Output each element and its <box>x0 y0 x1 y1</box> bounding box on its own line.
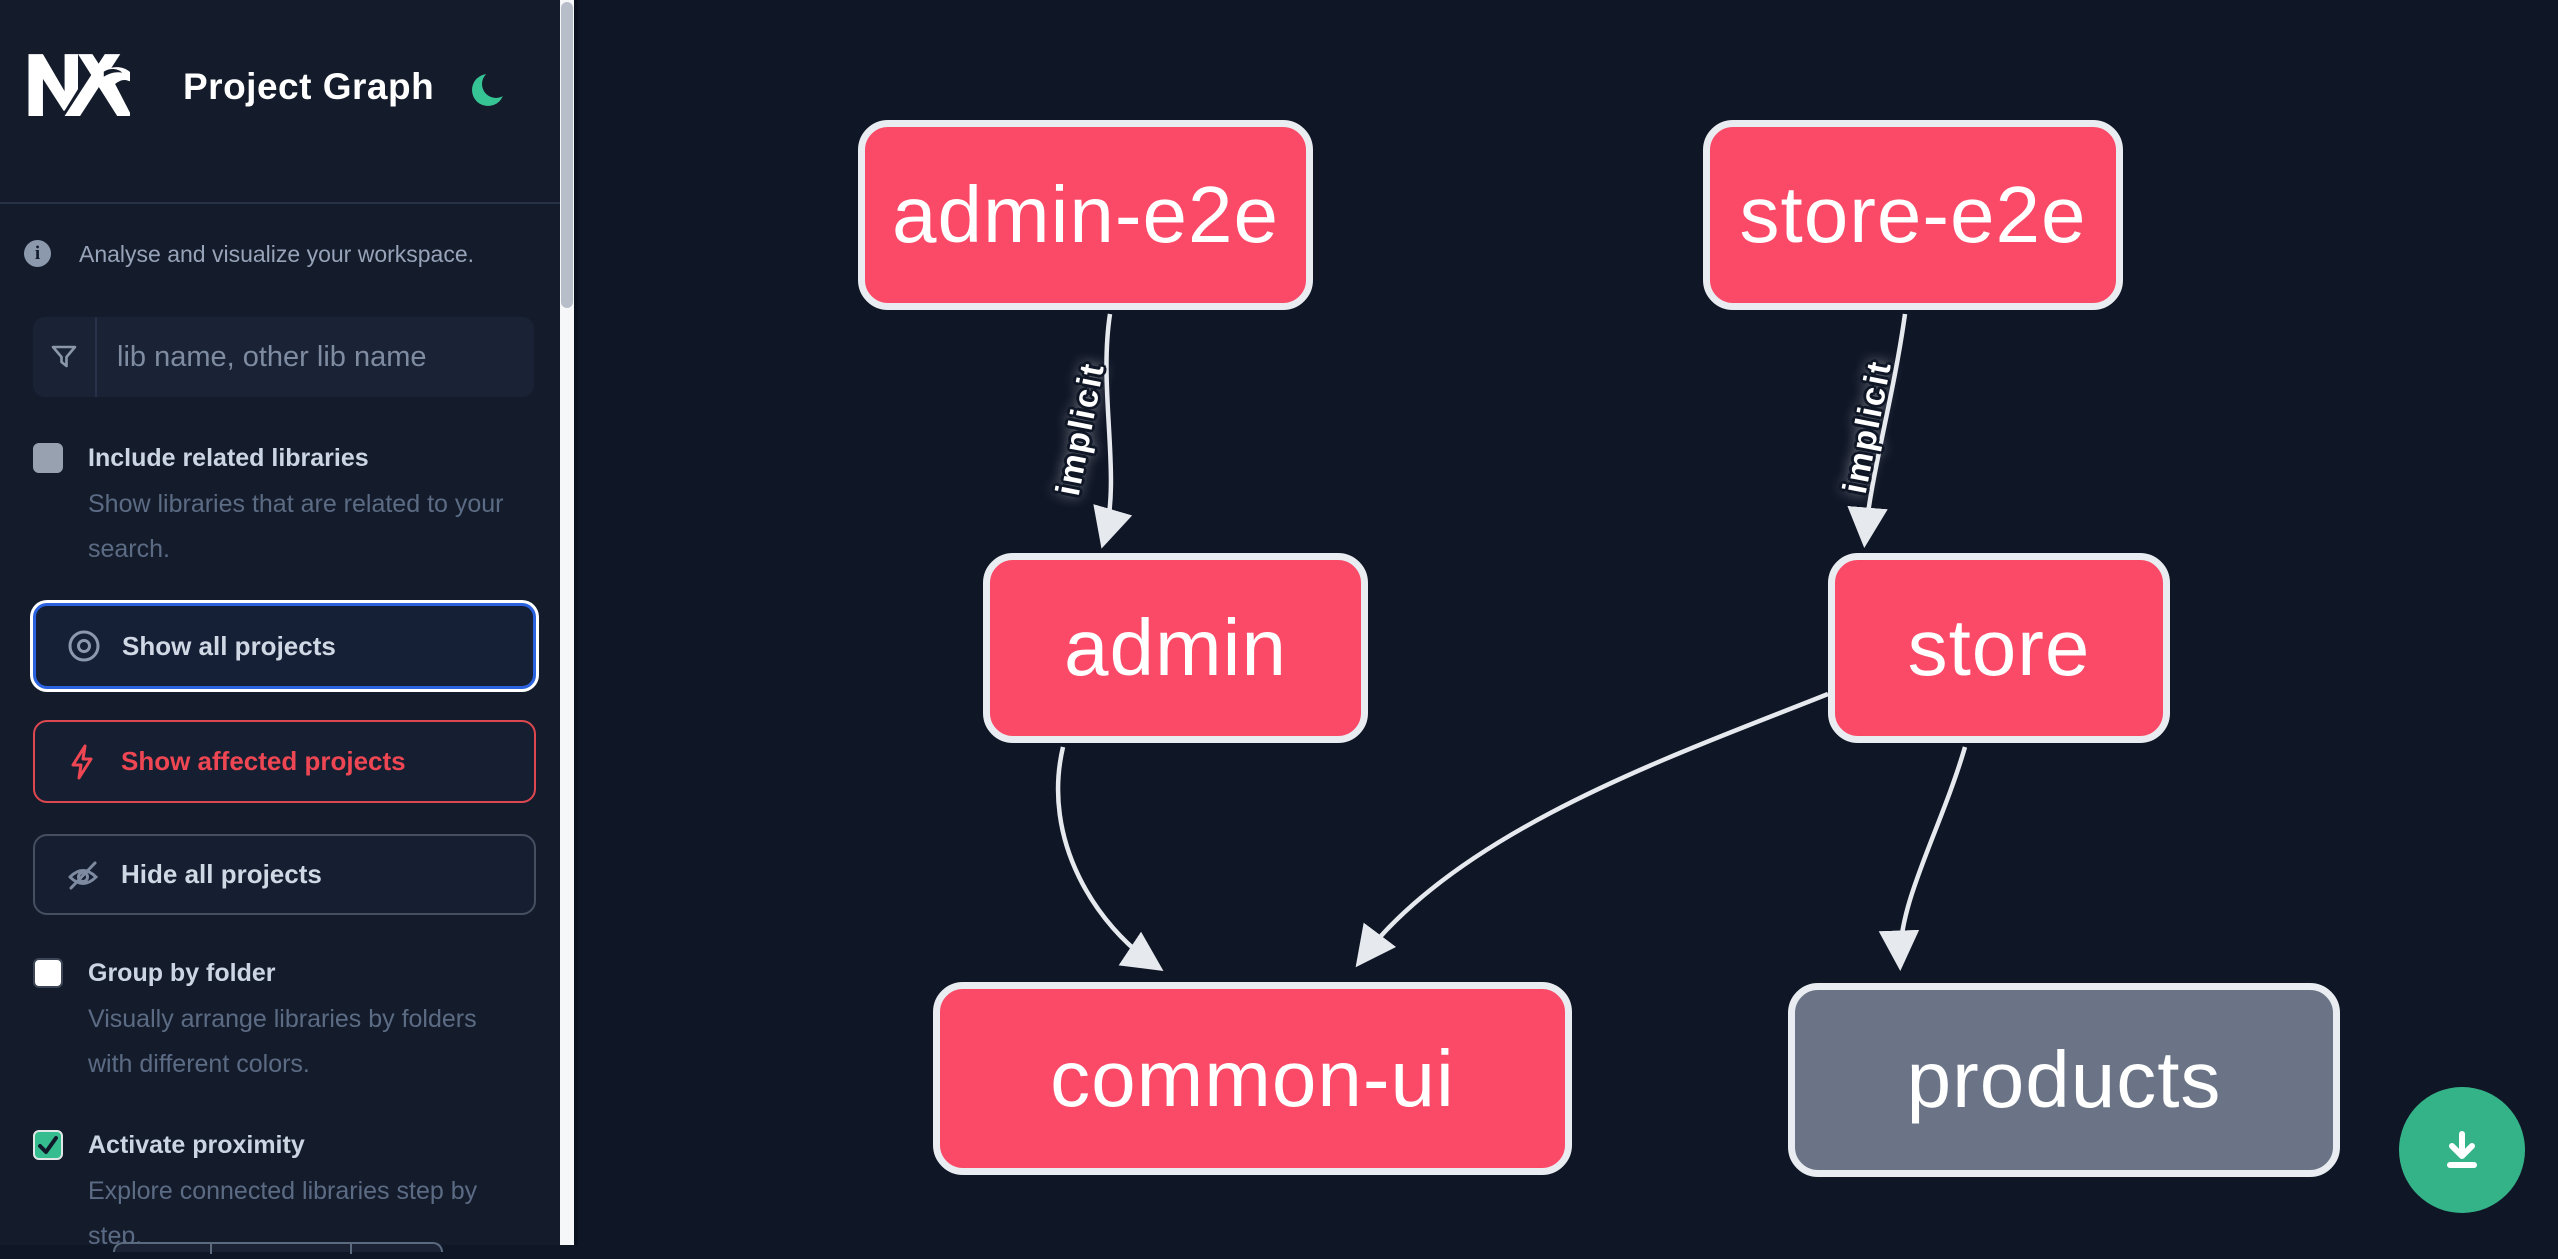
group-by-folder-checkbox[interactable] <box>33 958 63 988</box>
filter-icon-cell <box>33 317 97 397</box>
search-input[interactable] <box>97 319 534 395</box>
edge-admin-common-ui <box>1055 746 1164 971</box>
group-by-folder-row: Group by folder Visually arrange librari… <box>33 955 533 1085</box>
checkbox-description: Visually arrange libraries by folders wi… <box>88 1005 477 1078</box>
button-label: Hide all projects <box>121 859 322 889</box>
checkbox-label[interactable]: Group by folder <box>88 959 276 987</box>
panel-divider <box>574 0 578 1245</box>
graph-edges <box>1055 313 1968 971</box>
sidebar-scrollbar-track[interactable] <box>560 0 574 1245</box>
sidebar-scrollbar-thumb[interactable] <box>561 2 573 308</box>
button-label: Show affected projects <box>121 746 406 776</box>
checkbox-label[interactable]: Include related libraries <box>88 444 369 472</box>
include-related-libraries-row: Include related libraries Show libraries… <box>33 440 533 570</box>
download-image-button[interactable] <box>2399 1087 2525 1213</box>
info-icon: i <box>24 240 51 267</box>
checkbox-description: Explore connected libraries step by step… <box>88 1177 478 1250</box>
search-bar <box>33 317 534 397</box>
checkbox-label[interactable]: Activate proximity <box>88 1131 305 1159</box>
graph-node-products[interactable]: products <box>1788 983 2340 1177</box>
sidebar: Project Graph i Analyse and visualize yo… <box>0 0 560 1254</box>
checkbox-description: Show libraries that are related to your … <box>88 490 504 563</box>
edge-store-e2e-store <box>1847 313 1908 548</box>
edge-admin-e2e-admin <box>1093 313 1133 549</box>
graph-node-admin[interactable]: admin <box>983 553 1368 743</box>
activate-proximity-checkbox[interactable] <box>33 1130 63 1160</box>
eye-slash-icon <box>68 861 99 889</box>
show-affected-projects-button[interactable]: Show affected projects <box>33 720 536 803</box>
workspace-tagline: Analyse and visualize your workspace. <box>79 241 475 267</box>
sidebar-header: Project Graph <box>0 0 560 204</box>
graph-node-store-e2e[interactable]: store-e2e <box>1703 120 2123 310</box>
activate-proximity-row: Activate proximity Explore connected lib… <box>33 1127 533 1250</box>
check-icon <box>38 1136 58 1154</box>
edge-store-products <box>1878 746 1968 971</box>
proximity-depth-control[interactable] <box>113 1242 443 1254</box>
button-label: Show all projects <box>122 630 336 661</box>
show-all-projects-button[interactable]: Show all projects <box>33 603 536 689</box>
header-divider <box>0 202 560 204</box>
include-related-libraries-checkbox[interactable] <box>33 443 63 473</box>
moon-icon[interactable] <box>468 66 512 110</box>
project-graph-canvas[interactable]: implicit implicit admin-e2e store-e2e ad… <box>578 0 2558 1245</box>
bolt-icon <box>71 744 93 779</box>
graph-node-admin-e2e[interactable]: admin-e2e <box>858 120 1313 310</box>
page-title: Project Graph <box>183 66 435 107</box>
download-icon <box>2447 1131 2477 1168</box>
nx-logo <box>28 54 130 116</box>
funnel-filter-icon <box>51 345 77 368</box>
graph-node-common-ui[interactable]: common-ui <box>933 982 1572 1175</box>
hide-all-projects-button[interactable]: Hide all projects <box>33 834 536 915</box>
eye-icon <box>68 630 100 662</box>
edge-store-common-ui <box>1355 691 1829 968</box>
graph-node-store[interactable]: store <box>1828 553 2170 743</box>
